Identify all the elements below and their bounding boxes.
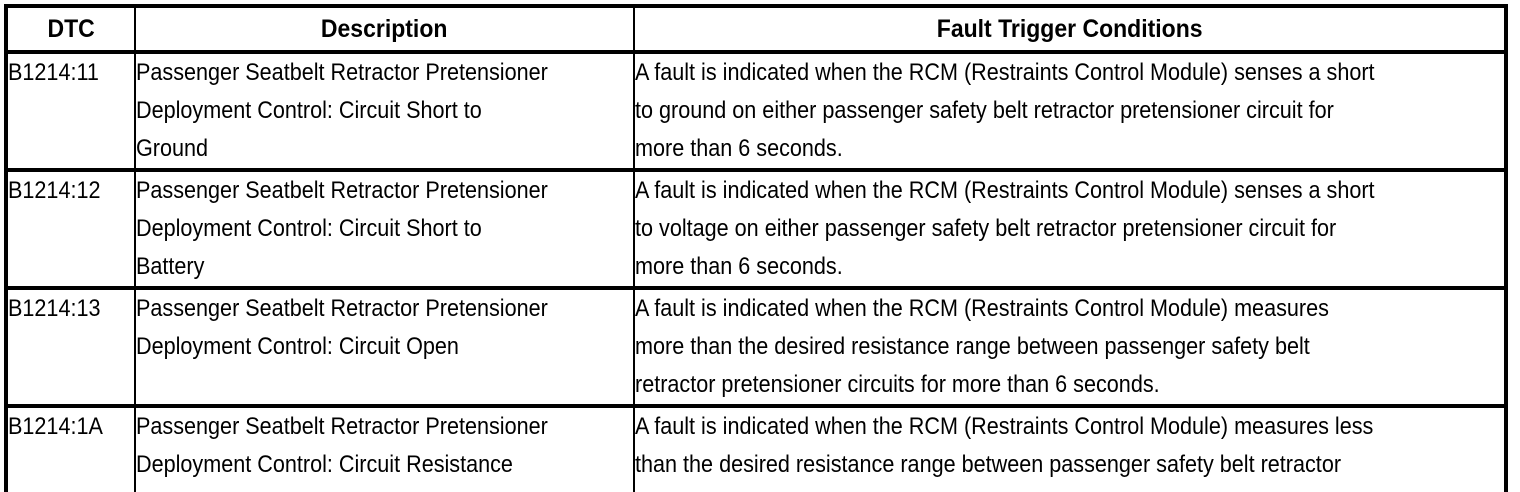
cell-description: Passenger Seatbelt Retractor Pretensione… bbox=[134, 288, 634, 406]
cell-description: Passenger Seatbelt Retractor Pretensione… bbox=[134, 52, 634, 170]
description-text: Passenger Seatbelt Retractor Pretensione… bbox=[136, 59, 549, 162]
column-header-fault-trigger-conditions-label: Fault Trigger Conditions bbox=[936, 15, 1203, 43]
cell-fault-trigger-conditions: A fault is indicated when the RCM (Restr… bbox=[632, 288, 1506, 406]
fault-trigger-text: A fault is indicated when the RCM (Restr… bbox=[634, 59, 1375, 162]
table-header-row: DTC Description Fault Trigger Conditions bbox=[6, 6, 1506, 52]
cell-dtc: B1214:12 bbox=[6, 170, 136, 288]
cell-dtc: B1214:11 bbox=[6, 52, 136, 170]
description-text: Passenger Seatbelt Retractor Pretensione… bbox=[136, 177, 549, 280]
cell-description: Passenger Seatbelt Retractor Pretensione… bbox=[134, 170, 634, 288]
cell-description: Passenger Seatbelt Retractor Pretensione… bbox=[134, 406, 634, 492]
fault-trigger-text: A fault is indicated when the RCM (Restr… bbox=[634, 177, 1375, 280]
cell-fault-trigger-conditions: A fault is indicated when the RCM (Restr… bbox=[632, 170, 1506, 288]
column-header-fault-trigger-conditions: Fault Trigger Conditions bbox=[632, 6, 1506, 52]
fault-trigger-text: A fault is indicated when the RCM (Restr… bbox=[634, 413, 1373, 492]
description-text: Passenger Seatbelt Retractor Pretensione… bbox=[136, 295, 549, 360]
dtc-code: B1214:1A bbox=[8, 413, 103, 440]
table-body: B1214:11 Passenger Seatbelt Retractor Pr… bbox=[6, 52, 1506, 492]
table-row: B1214:11 Passenger Seatbelt Retractor Pr… bbox=[6, 52, 1506, 170]
cell-dtc: B1214:1A bbox=[6, 406, 136, 492]
column-header-description: Description bbox=[134, 6, 634, 52]
cell-fault-trigger-conditions: A fault is indicated when the RCM (Restr… bbox=[632, 52, 1506, 170]
dtc-code: B1214:12 bbox=[8, 177, 101, 204]
column-header-dtc-label: DTC bbox=[47, 15, 95, 43]
column-header-description-label: Description bbox=[321, 15, 448, 43]
dtc-code: B1214:11 bbox=[8, 59, 99, 86]
cell-fault-trigger-conditions: A fault is indicated when the RCM (Restr… bbox=[632, 406, 1506, 492]
description-text: Passenger Seatbelt Retractor Pretensione… bbox=[136, 413, 549, 492]
dtc-fault-trigger-conditions-table: DTC Description Fault Trigger Conditions… bbox=[4, 4, 1508, 492]
cell-dtc: B1214:13 bbox=[6, 288, 136, 406]
column-header-dtc: DTC bbox=[6, 6, 136, 52]
dtc-code: B1214:13 bbox=[8, 295, 101, 322]
table-row: B1214:12 Passenger Seatbelt Retractor Pr… bbox=[6, 170, 1506, 288]
fault-trigger-text: A fault is indicated when the RCM (Restr… bbox=[634, 295, 1329, 398]
table-row: B1214:1A Passenger Seatbelt Retractor Pr… bbox=[6, 406, 1506, 492]
table-header: DTC Description Fault Trigger Conditions bbox=[6, 6, 1506, 52]
table-row: B1214:13 Passenger Seatbelt Retractor Pr… bbox=[6, 288, 1506, 406]
